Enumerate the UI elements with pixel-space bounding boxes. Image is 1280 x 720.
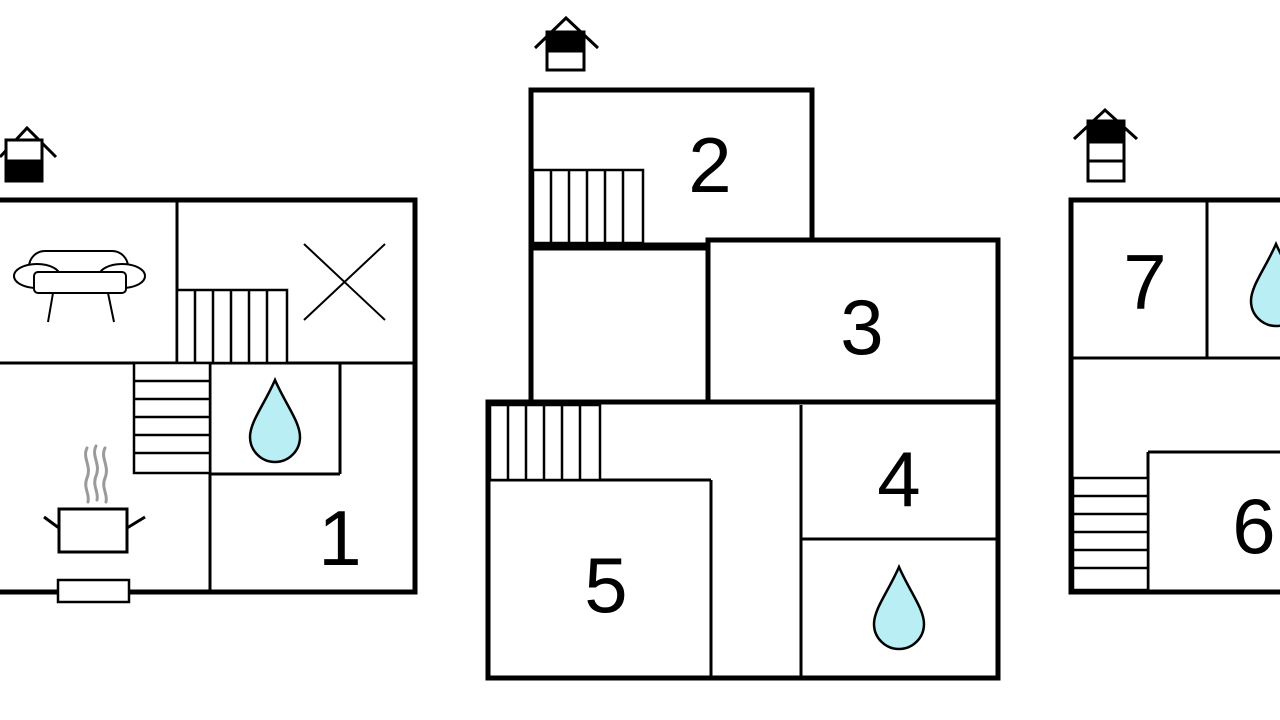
heater-icon <box>56 578 131 604</box>
stairs-icon <box>132 361 212 475</box>
room-number-label: 5 <box>584 541 627 629</box>
house-floor-indicator-top-icon <box>1072 107 1139 183</box>
middle-floor-plan: 2 3 4 5 <box>485 15 1001 681</box>
stairs-icon <box>488 403 602 482</box>
top-floor-outline <box>1068 197 1280 595</box>
room-number-label: 6 <box>1232 482 1275 570</box>
stairs-icon <box>175 288 289 365</box>
water-drop-icon <box>248 376 302 464</box>
cooking-pot-icon <box>43 444 146 554</box>
stairs-icon <box>531 168 645 245</box>
house-floor-indicator-ground-icon <box>0 125 58 183</box>
sofa-icon <box>13 250 146 323</box>
room-number-label: 1 <box>318 494 361 582</box>
cross-mark-icon <box>303 243 386 321</box>
house-floor-indicator-middle-icon <box>533 15 600 72</box>
room-number-label: 4 <box>877 435 920 523</box>
room-number-label: 2 <box>688 121 731 209</box>
water-drop-icon <box>1249 240 1280 328</box>
top-floor-plan: 7 6 <box>1068 107 1280 595</box>
room-number-label: 3 <box>840 283 883 371</box>
water-drop-icon <box>872 563 926 651</box>
ground-floor-outline <box>0 197 418 595</box>
stairs-icon <box>1071 476 1150 592</box>
room-number-label: 7 <box>1123 238 1166 326</box>
ground-floor-plan: 1 <box>0 125 418 604</box>
